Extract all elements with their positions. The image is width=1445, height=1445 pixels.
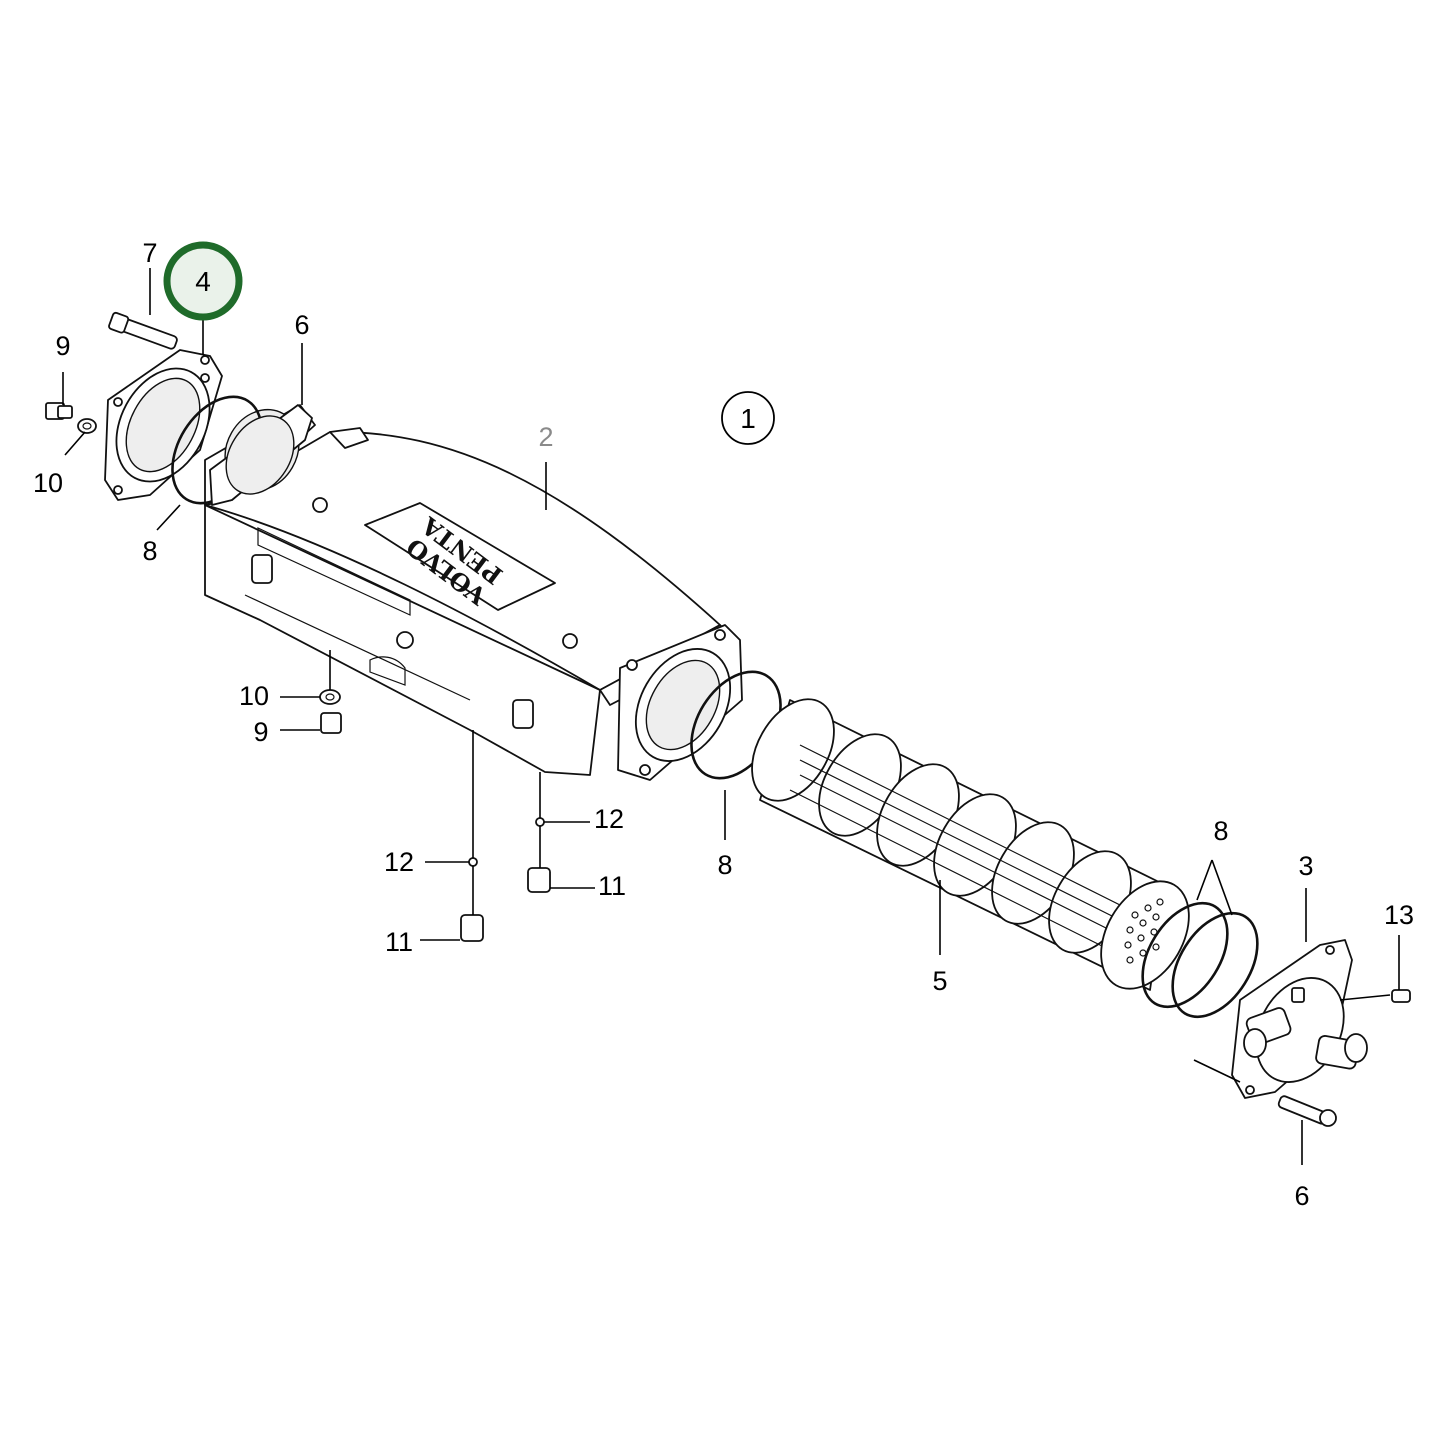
label-5: 5	[932, 966, 947, 996]
callout-assembly: 1	[721, 391, 775, 445]
assembly-number: 1	[740, 403, 756, 434]
label-12-right: 12	[594, 804, 624, 834]
nut-9-left	[45, 402, 73, 420]
o-ring-8-right-a	[1141, 901, 1229, 1009]
label-10-bottom: 10	[239, 681, 269, 711]
screw-6-right	[1277, 1095, 1337, 1127]
plug-11-left	[460, 914, 484, 942]
label-6-right: 6	[1294, 1181, 1309, 1211]
label-8-middle: 8	[717, 850, 732, 880]
label-7: 7	[142, 238, 157, 268]
label-9-bottom: 9	[253, 717, 268, 747]
intercooler-housing: VOLVO PENTA	[204, 431, 736, 776]
plug-11-right	[527, 867, 551, 893]
label-2: 2	[538, 422, 553, 452]
callout-highlight-4[interactable]: 4	[163, 241, 243, 321]
washer-10-left	[77, 418, 97, 434]
housing-right-flange	[617, 624, 743, 781]
label-8-right: 8	[1213, 816, 1228, 846]
nut-9-bottom	[320, 712, 342, 734]
end-cover	[104, 349, 223, 501]
cooling-insert	[751, 698, 1190, 991]
label-12-left: 12	[384, 847, 414, 877]
gasket-6-left	[209, 404, 313, 506]
label-6-left: 6	[294, 310, 309, 340]
washer-10-bottom	[319, 689, 341, 705]
label-8-left: 8	[142, 536, 157, 566]
label-11-left: 11	[385, 927, 413, 957]
end-cover-3	[1231, 939, 1368, 1099]
label-13: 13	[1384, 900, 1414, 930]
label-10-left: 10	[33, 468, 63, 498]
seal-12-right	[535, 817, 545, 827]
label-3: 3	[1298, 851, 1313, 881]
seal-12-left	[468, 857, 478, 867]
highlighted-part-number: 4	[195, 266, 211, 297]
plug-13	[1391, 989, 1411, 1003]
o-ring-8-right-b	[1171, 911, 1259, 1019]
screw-7	[108, 311, 178, 350]
label-9-left: 9	[55, 331, 70, 361]
label-11-right: 11	[598, 871, 626, 901]
